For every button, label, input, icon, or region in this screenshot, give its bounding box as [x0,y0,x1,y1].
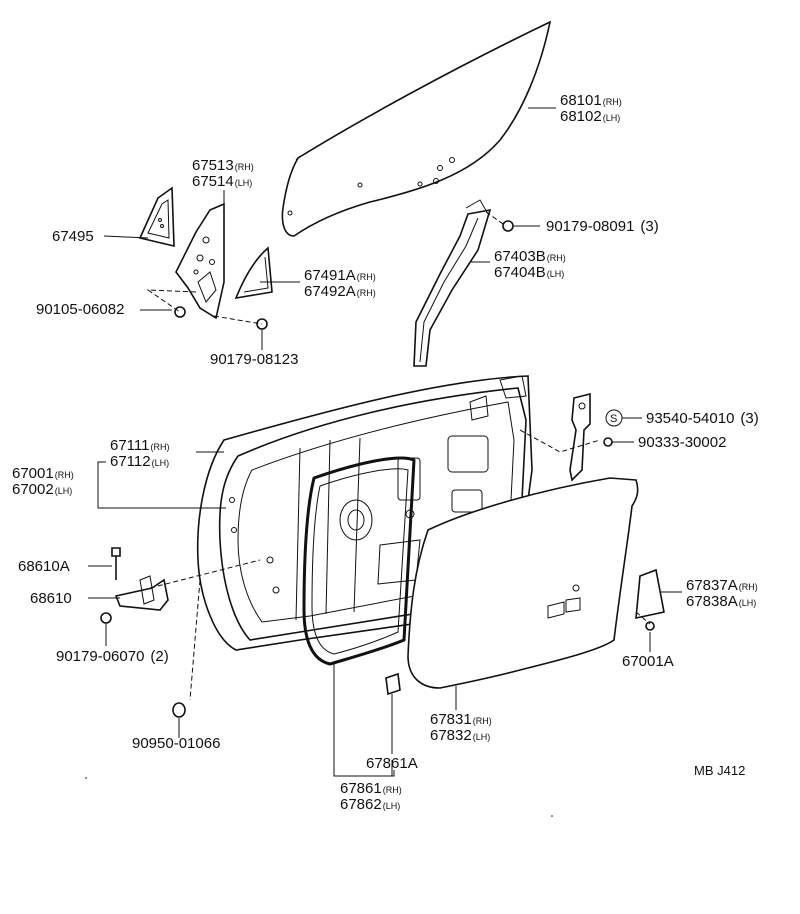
label-67111: 67111(RH) 67112(LH) [110,437,170,470]
bolt-90105 [174,306,186,318]
label-90950-01066: 90950-01066 [132,735,220,752]
dash-clip [519,429,601,453]
door-check [100,547,169,624]
svg-text:90179-06070(2): 90179-06070(2) [56,648,169,665]
label-93540-54010: S 93540-54010(3) [605,409,759,427]
label-67513: 67513(RH) 67514(LH) [192,157,254,190]
rear-trim-cover [635,568,665,631]
leader-67861 [333,664,395,777]
quarter-glass [138,186,175,248]
lock-rod-assembly [569,392,591,482]
leader-67495 [103,235,149,239]
label-90179-08123: 90179-08123 [210,351,298,368]
svg-text:67403B(RH): 67403B(RH) [494,248,566,265]
label-68101: 68101(RH) 68102(LH) [560,92,622,125]
weatherstrip-clip [385,672,401,700]
label-67001: 67001(RH) 67002(LH) [12,465,74,498]
svg-text:67837A(RH): 67837A(RH) [686,577,758,594]
label-67831: 67831(RH) 67832(LH) [430,711,492,744]
svg-text:67514(LH): 67514(LH) [192,173,252,190]
door-weatherstrip [302,456,416,666]
leader-67001 [97,461,226,509]
svg-text:67112(LH): 67112(LH) [110,453,169,470]
svg-text:67491A(RH): 67491A(RH) [304,267,376,284]
dash-run-nut [485,211,507,227]
glass-run-channel [413,199,492,367]
label-67861A: 67861A [366,755,418,772]
svg-text:67513(RH): 67513(RH) [192,157,254,174]
label-67837A: 67837A(RH) 67838A(LH) [686,577,758,610]
svg-text:67001(RH): 67001(RH) [12,465,74,482]
label-90105-06082: 90105-06082 [36,301,124,318]
svg-text:67404B(LH): 67404B(LH) [494,264,564,281]
label-90179-06070: 90179-06070(2) [56,648,169,665]
svg-text:68102(LH): 68102(LH) [560,108,620,125]
corner-cover [234,246,273,300]
svg-text:67111(RH): 67111(RH) [110,437,170,454]
label-90179-08091: 90179-08091(3) [546,218,659,235]
dash-cover [635,611,651,625]
label-67403B: 67403B(RH) 67404B(LH) [494,248,566,281]
dash-nut [213,315,263,325]
label-90333-30002: 90333-30002 [638,434,726,451]
svg-text:67862(LH): 67862(LH) [340,796,400,813]
label-67491A: 67491A(RH) 67492A(RH) [304,267,376,300]
svg-text:67861(RH): 67861(RH) [340,780,402,797]
svg-text:67838A(LH): 67838A(LH) [686,593,756,610]
dash-check [149,559,261,589]
svg-text:S: S [610,413,617,425]
label-67495: 67495 [52,228,94,245]
svg-text:68101(RH): 68101(RH) [560,92,622,109]
svg-text:90179-08091(3): 90179-08091(3) [546,218,659,235]
door-trim-board [407,477,639,689]
dash-ring [189,579,201,701]
door-glass [281,20,552,237]
dash-bolt [146,289,197,313]
label-67861: 67861(RH) 67862(LH) [340,780,402,813]
label-68610: 68610 [30,590,72,607]
mirror-bracket [175,202,225,320]
svg-text:67002(LH): 67002(LH) [12,481,72,498]
nut-90179-08091 [502,220,514,232]
svg-text:67832(LH): 67832(LH) [430,727,490,744]
svg-text:93540-54010(3): 93540-54010(3) [646,410,759,427]
svg-text:67492A(RH): 67492A(RH) [304,283,376,300]
label-67001A: 67001A [622,653,674,670]
svg-text:67831(RH): 67831(RH) [430,711,492,728]
diagram-code: MB J412 [694,763,745,778]
clip-90333 [603,437,613,447]
plug-ring [172,702,186,718]
label-68610A: 68610A [18,558,70,575]
